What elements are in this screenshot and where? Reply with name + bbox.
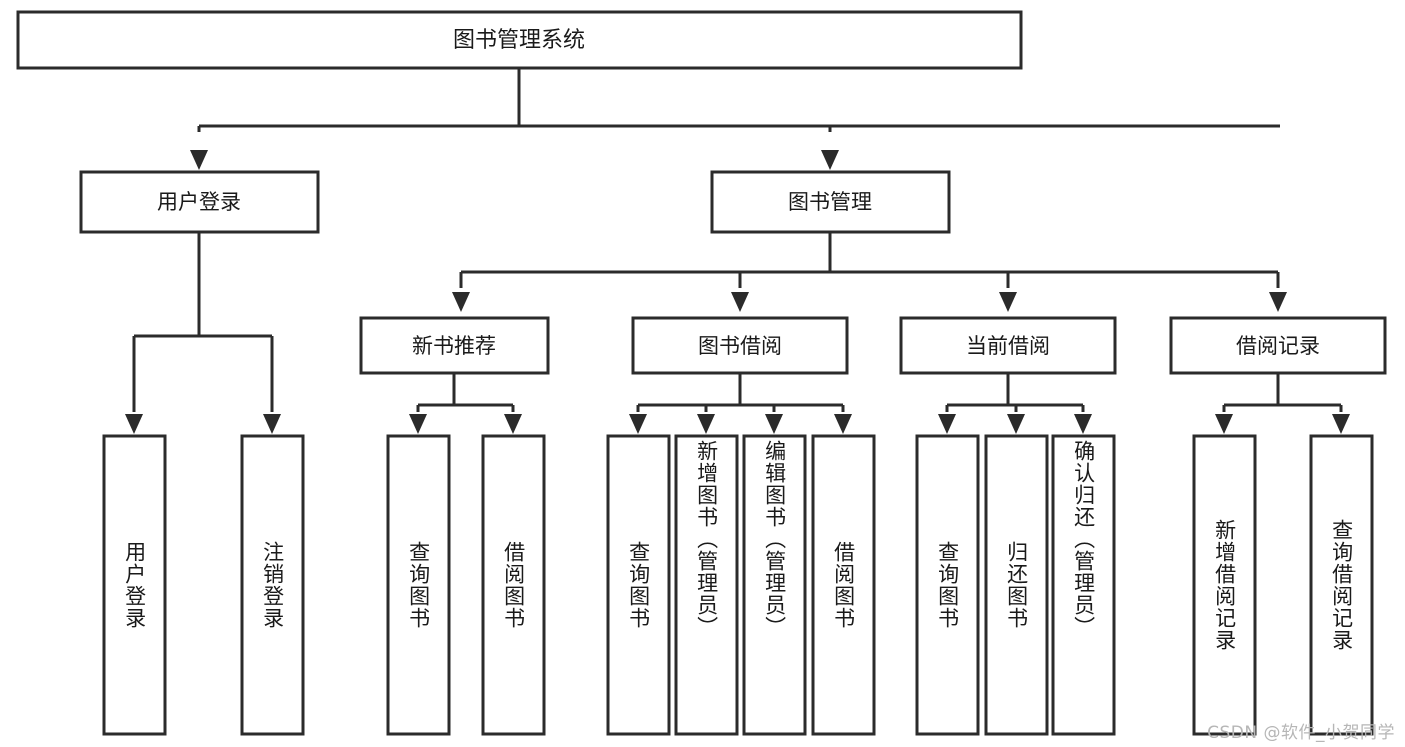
edge-book-manage-to-level3 xyxy=(459,232,1280,288)
arrow-to-book-borrow xyxy=(731,292,749,312)
arrow-to-leaf-current-borrow-0 xyxy=(938,414,956,434)
arrow-to-leaf-current-borrow-2 xyxy=(1074,414,1092,434)
node-borrow-record[interactable]: 借阅记录 xyxy=(1169,316,1387,375)
leaf-box-current-borrow-2[interactable] xyxy=(1051,434,1116,736)
node-borrow-record-label: 借阅记录 xyxy=(1236,334,1320,358)
leaf-box-current-borrow-0[interactable] xyxy=(915,434,980,736)
edge-root-to-level2 xyxy=(197,68,1280,132)
leaf-box-book-borrow-1[interactable] xyxy=(674,434,739,736)
edge-new-book-rec-to-leaves xyxy=(416,373,515,412)
arrow-to-leaf-new-book-rec-0 xyxy=(409,414,427,434)
arrow-to-leaf-book-borrow-2 xyxy=(765,414,783,434)
csdn-watermark: CSDN @软件_小贺同学 xyxy=(1207,723,1395,743)
arrow-to-user-login xyxy=(190,150,208,170)
node-book-manage[interactable]: 图书管理 xyxy=(710,170,951,234)
arrow-to-leaf-current-borrow-1 xyxy=(1007,414,1025,434)
arrow-to-leaf-user-login-0 xyxy=(125,414,143,434)
arrow-to-leaf-borrow-record-0 xyxy=(1215,414,1233,434)
node-root[interactable]: 图书管理系统 xyxy=(16,10,1023,70)
leaf-box-user-login-0[interactable] xyxy=(102,434,167,736)
node-current-borrow[interactable]: 当前借阅 xyxy=(899,316,1117,375)
edge-book-borrow-to-leaves xyxy=(636,373,845,412)
leaf-box-user-login-1[interactable] xyxy=(240,434,305,736)
arrow-to-leaf-new-book-rec-1 xyxy=(504,414,522,434)
arrow-to-leaf-user-login-1 xyxy=(263,414,281,434)
arrow-to-new-book-rec xyxy=(452,292,470,312)
leaf-box-new-book-rec-0[interactable] xyxy=(386,434,451,736)
node-current-borrow-label: 当前借阅 xyxy=(966,334,1050,358)
arrow-to-book-manage xyxy=(821,150,839,170)
node-book-manage-label: 图书管理 xyxy=(788,190,872,214)
node-new-book-rec-label: 新书推荐 xyxy=(412,334,496,358)
node-user-login-label: 用户登录 xyxy=(157,190,241,214)
edge-borrow-record-to-leaves xyxy=(1222,373,1343,412)
node-book-borrow-label: 图书借阅 xyxy=(698,334,782,358)
arrow-to-leaf-book-borrow-3 xyxy=(834,414,852,434)
node-new-book-rec[interactable]: 新书推荐 xyxy=(359,316,550,375)
arrow-to-leaf-borrow-record-1 xyxy=(1332,414,1350,434)
arrow-to-leaf-book-borrow-1 xyxy=(697,414,715,434)
edge-user-login-to-leaves xyxy=(132,232,274,412)
edge-current-borrow-to-leaves xyxy=(945,373,1085,412)
leaf-box-book-borrow-0[interactable] xyxy=(606,434,671,736)
node-user-login[interactable]: 用户登录 xyxy=(79,170,320,234)
node-root-label: 图书管理系统 xyxy=(453,28,585,53)
leaf-box-new-book-rec-1[interactable] xyxy=(481,434,546,736)
leaf-box-borrow-record-0[interactable] xyxy=(1192,434,1257,736)
leaf-box-borrow-record-1[interactable] xyxy=(1309,434,1374,736)
arrow-to-borrow-record xyxy=(1269,292,1287,312)
leaf-box-current-borrow-1[interactable] xyxy=(984,434,1049,736)
arrow-to-current-borrow xyxy=(999,292,1017,312)
arrow-to-leaf-book-borrow-0 xyxy=(629,414,647,434)
leaf-box-book-borrow-3[interactable] xyxy=(811,434,876,736)
node-book-borrow[interactable]: 图书借阅 xyxy=(631,316,849,375)
leaf-box-book-borrow-2[interactable] xyxy=(742,434,807,736)
